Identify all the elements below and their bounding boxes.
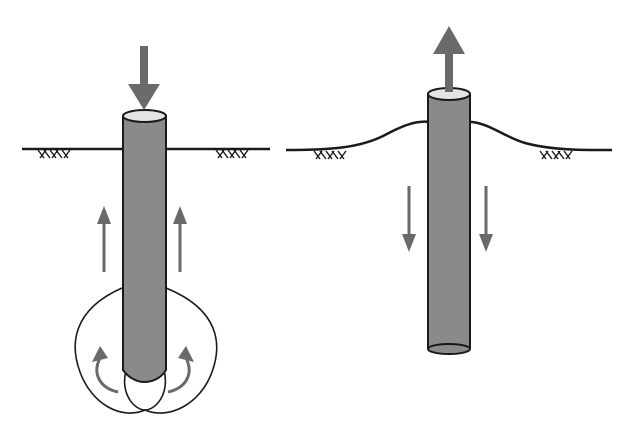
right-pile-shaft: [427, 93, 471, 354]
right-ground-hatch-2: [539, 150, 573, 160]
left-load-arrow-down: [128, 46, 160, 110]
left-pile: [122, 109, 167, 384]
right-ground-hatch-1: [313, 150, 347, 160]
left-tip-curved-arrow-2: [167, 346, 194, 394]
right-panel: [285, 26, 613, 355]
left-tip-failure-bulb-cross: [123, 369, 167, 411]
right-shaft-arrow-down-2: [479, 186, 493, 252]
left-shaft-arrow-up-1: [97, 206, 111, 272]
right-shaft-arrow-down-1: [402, 186, 416, 252]
left-ground-hatch-2: [215, 149, 249, 159]
left-ground-hatch-1: [37, 149, 71, 159]
left-shaft-arrow-up-2: [173, 206, 187, 272]
left-pile-shaft: [122, 115, 167, 384]
left-pile-top: [122, 109, 167, 123]
right-pile-bottom: [427, 343, 471, 355]
left-panel: [22, 46, 270, 414]
right-pile: [427, 87, 471, 355]
right-load-arrow-up: [433, 26, 465, 92]
left-tip-curved-arrow-1: [92, 346, 119, 394]
